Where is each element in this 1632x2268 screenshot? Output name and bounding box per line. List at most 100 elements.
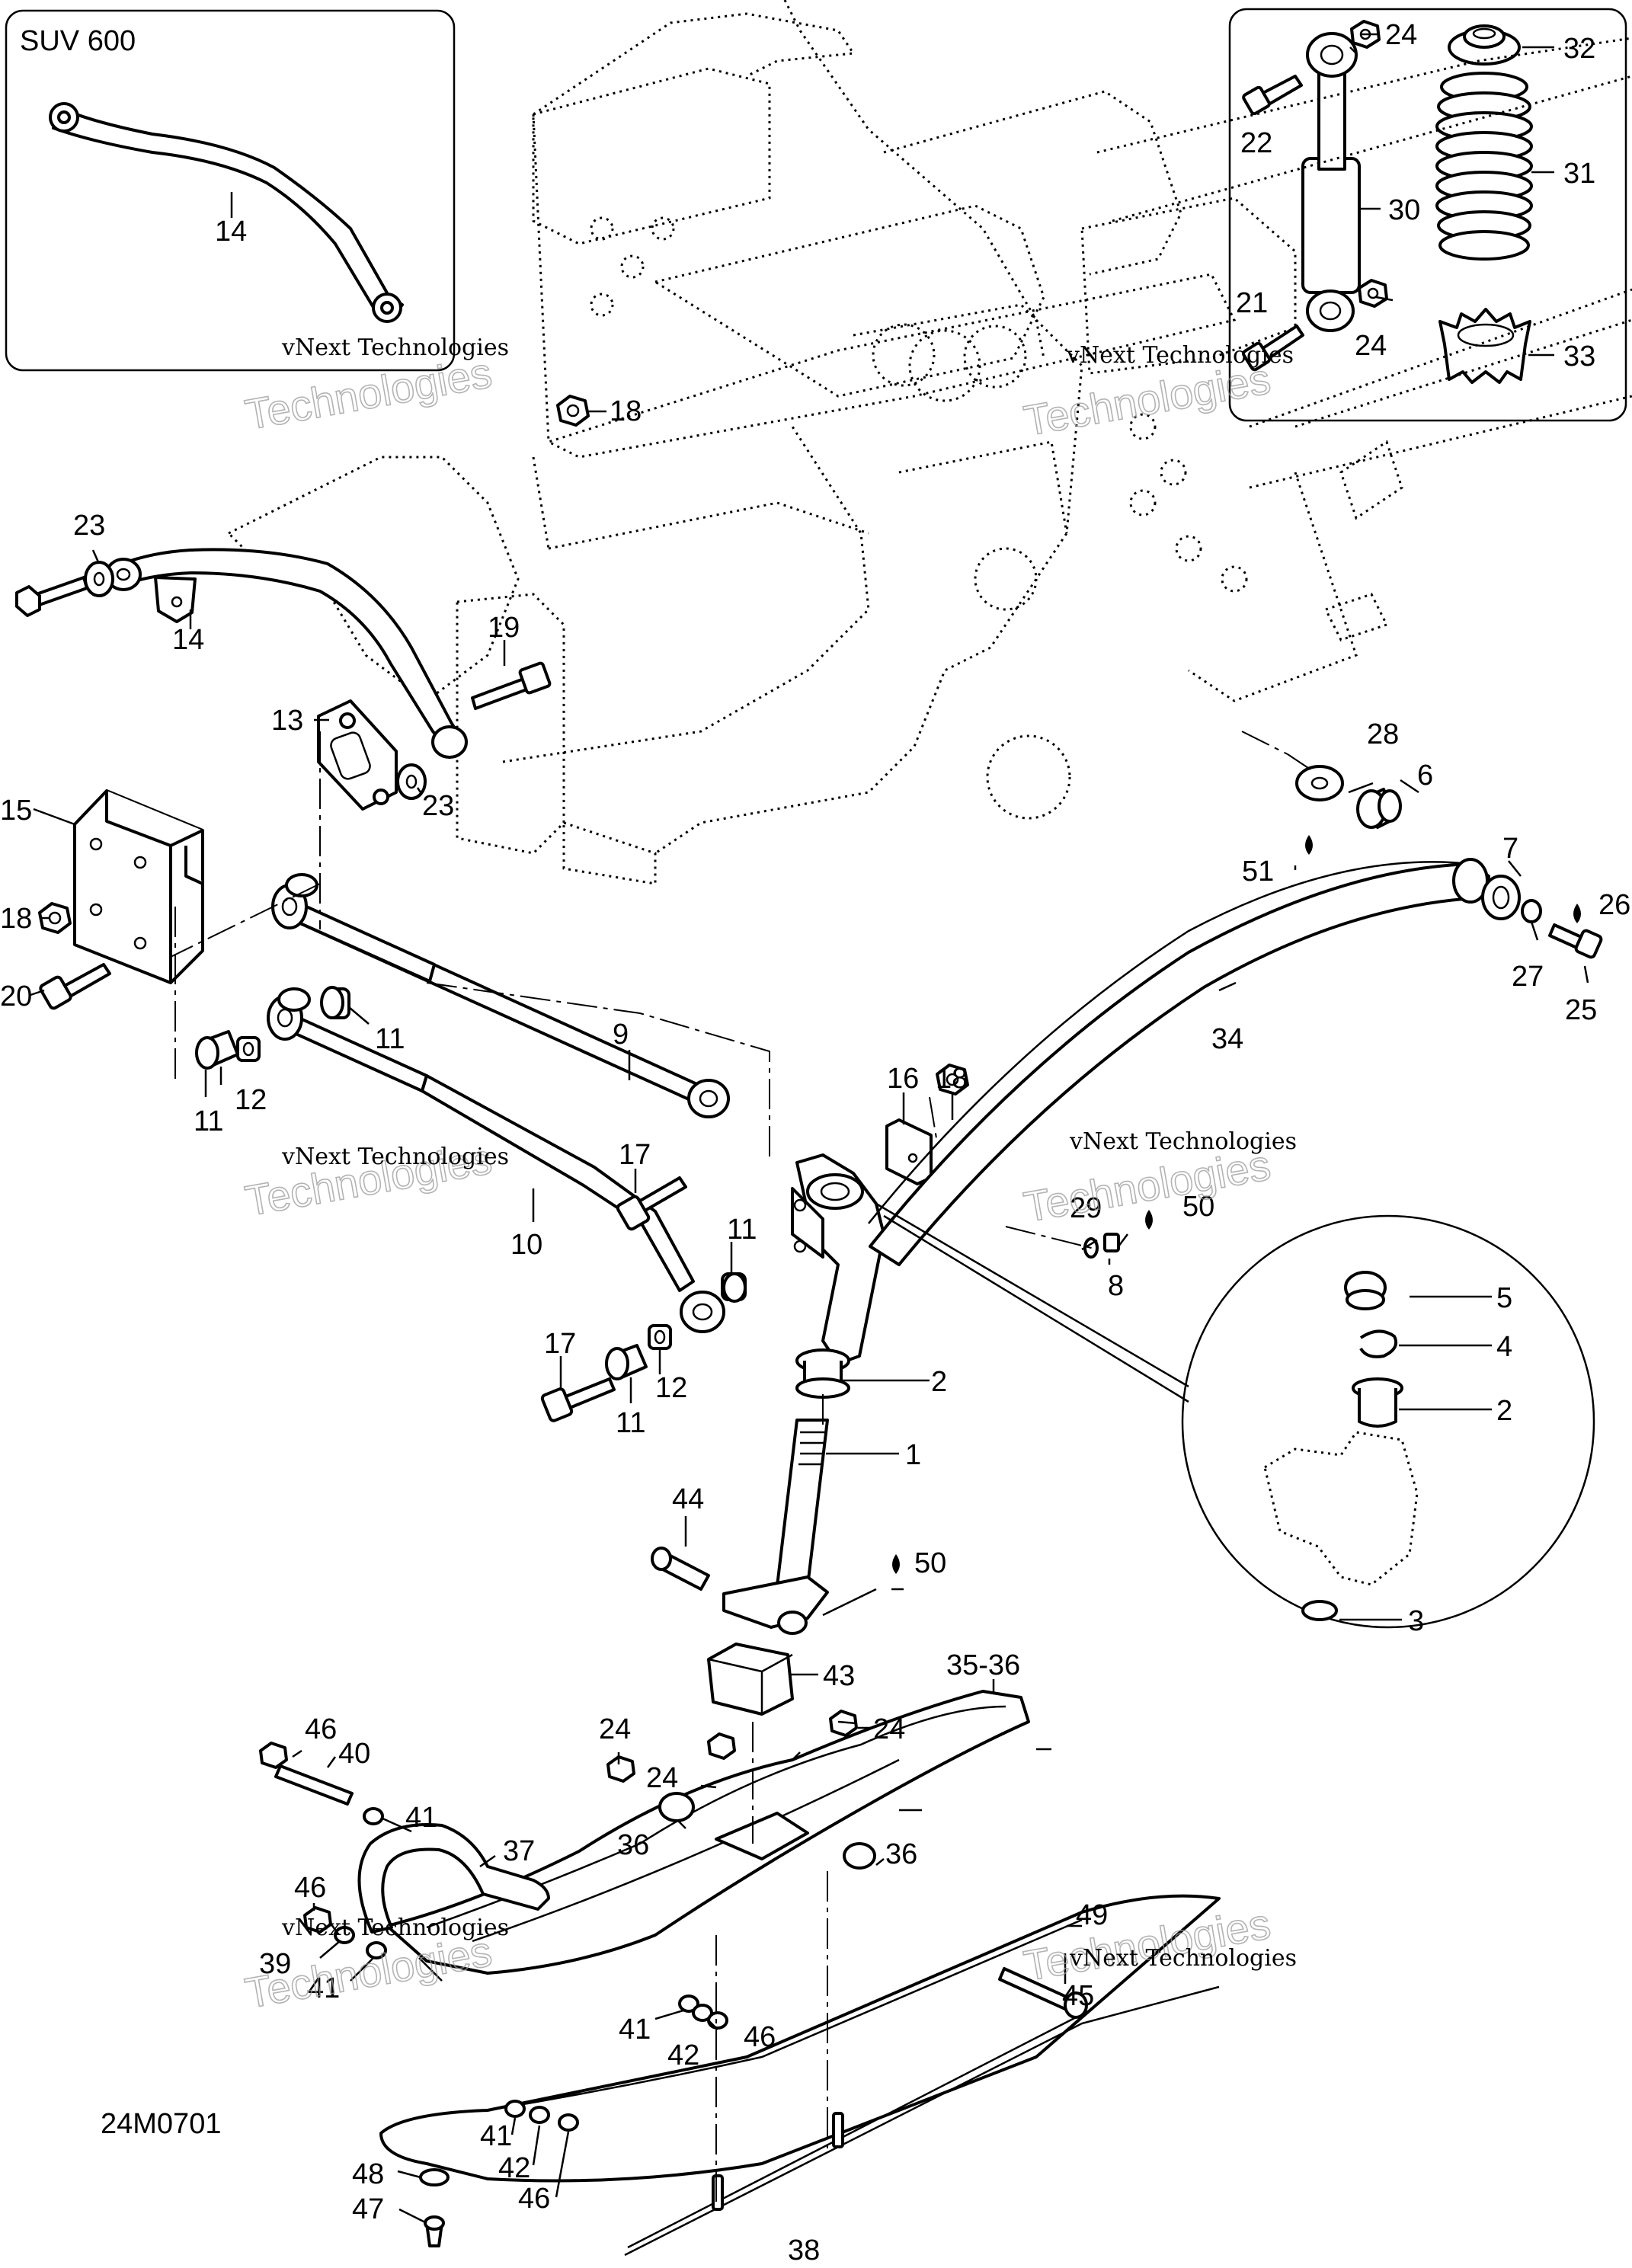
spindle-housing-detail bbox=[1263, 1431, 1419, 1586]
label-7: 7 bbox=[1502, 833, 1518, 865]
label-19: 19 bbox=[488, 612, 520, 644]
label-8: 8 bbox=[1108, 1270, 1124, 1302]
label-11-b: 11 bbox=[194, 1105, 223, 1137]
nut-18-mid bbox=[936, 1064, 969, 1096]
spacer-12-left bbox=[236, 1036, 261, 1062]
label-35-36: 35-36 bbox=[946, 1649, 1020, 1681]
nut-18-left bbox=[38, 902, 72, 934]
label-12-a: 12 bbox=[235, 1084, 267, 1116]
nut-18-top bbox=[556, 395, 590, 427]
label-50-lower: 50 bbox=[914, 1547, 946, 1579]
coil-spring bbox=[1435, 72, 1533, 261]
spacer-36-left bbox=[658, 1792, 695, 1822]
washer-7 bbox=[1481, 875, 1521, 920]
bushing-2-detail bbox=[1352, 1377, 1403, 1428]
label-29: 29 bbox=[1070, 1192, 1102, 1224]
bolt-17-upper bbox=[616, 1176, 687, 1231]
washer-27 bbox=[1521, 899, 1542, 923]
label-13: 13 bbox=[271, 705, 303, 737]
label-9: 9 bbox=[613, 1019, 629, 1051]
label-10: 10 bbox=[510, 1229, 542, 1261]
label-51: 51 bbox=[1242, 856, 1274, 888]
nut-46-top bbox=[259, 1742, 288, 1769]
washer-28 bbox=[1295, 765, 1344, 801]
label-26: 26 bbox=[1598, 889, 1630, 921]
shock-absorber bbox=[1301, 32, 1361, 332]
label-25: 25 bbox=[1565, 994, 1597, 1026]
bushing-2 bbox=[795, 1348, 850, 1399]
label-5: 5 bbox=[1496, 1282, 1512, 1314]
label-37: 37 bbox=[503, 1835, 535, 1867]
label-24-ski-mid: 24 bbox=[646, 1762, 678, 1794]
label-4: 4 bbox=[1496, 1331, 1512, 1363]
label-32: 32 bbox=[1563, 33, 1595, 65]
bolt-20 bbox=[39, 963, 111, 1010]
bracket-plate-13 bbox=[317, 699, 398, 811]
tie-rod-main bbox=[105, 548, 468, 759]
label-42-bottom: 42 bbox=[498, 2152, 530, 2184]
label-14-main: 14 bbox=[172, 624, 204, 656]
bolt-25 bbox=[1548, 923, 1603, 959]
drawing-code: 24M0701 bbox=[101, 2108, 221, 2140]
part-labels: 24 32 22 31 30 21 24 33 18 23 14 19 13 2… bbox=[0, 19, 1630, 2266]
spindle-housing bbox=[791, 1153, 885, 1365]
watermark-text-5: vNext Technologies bbox=[281, 1915, 509, 1941]
shock-upper-bolt bbox=[1242, 75, 1303, 116]
screw-47-washer-48 bbox=[419, 2168, 450, 2247]
watermark-outline-1: Technologies bbox=[242, 348, 495, 439]
steering-spindle-1 bbox=[722, 1419, 829, 1635]
assembly-lines bbox=[170, 731, 1311, 2209]
label-41-mid: 41 bbox=[619, 2014, 651, 2046]
leaders bbox=[30, 33, 1589, 2225]
label-45: 45 bbox=[1062, 1980, 1094, 2012]
chassis-frame bbox=[226, 0, 1632, 885]
label-46-top: 46 bbox=[305, 1713, 337, 1745]
label-36-left: 36 bbox=[617, 1829, 649, 1861]
watermark-1: Technologies vNext Technologies bbox=[241, 334, 509, 440]
label-11-a: 11 bbox=[375, 1023, 405, 1055]
label-22: 22 bbox=[1240, 127, 1272, 159]
label-11-c: 11 bbox=[727, 1214, 757, 1246]
spring-adjuster-cam bbox=[1438, 308, 1531, 384]
label-23-mid: 23 bbox=[422, 790, 454, 822]
spring-stopper bbox=[1448, 24, 1521, 66]
circlip-4 bbox=[1359, 1329, 1398, 1358]
ski-handle-37 bbox=[357, 1823, 550, 1934]
label-38: 38 bbox=[788, 2234, 820, 2266]
label-18-left: 18 bbox=[0, 903, 32, 935]
label-18-top: 18 bbox=[610, 395, 642, 427]
detail-circle bbox=[1181, 1214, 1595, 1629]
label-39: 39 bbox=[259, 1948, 291, 1980]
label-20: 20 bbox=[0, 980, 32, 1012]
watermark-text-2: vNext Technologies bbox=[1066, 342, 1294, 369]
watermark-text-4: vNext Technologies bbox=[1069, 1128, 1297, 1155]
label-24-upper: 24 bbox=[1385, 19, 1417, 51]
label-33: 33 bbox=[1563, 341, 1595, 373]
bolt-17-lower bbox=[540, 1377, 616, 1422]
label-24-ski-left: 24 bbox=[599, 1713, 631, 1745]
label-36-right: 36 bbox=[885, 1838, 917, 1870]
bolt-19 bbox=[471, 661, 552, 710]
label-46-mid: 46 bbox=[744, 2021, 776, 2053]
label-50-upper: 50 bbox=[1182, 1191, 1214, 1223]
ski-runner-38 bbox=[379, 1894, 1221, 2257]
label-47: 47 bbox=[352, 2193, 384, 2225]
label-6: 6 bbox=[1417, 760, 1433, 792]
shock-lower-bolt bbox=[1242, 325, 1304, 372]
nut-24-c bbox=[829, 1710, 858, 1737]
label-17-b: 17 bbox=[544, 1328, 576, 1360]
label-27: 27 bbox=[1512, 961, 1544, 993]
lubricant-drops bbox=[892, 835, 1581, 1574]
suv600-inset: SUV 600 14 bbox=[5, 9, 456, 372]
watermark-3: Technologies vNext Technologies bbox=[241, 1134, 509, 1225]
label-12-b: 12 bbox=[655, 1372, 687, 1404]
label-2-main: 2 bbox=[931, 1366, 947, 1398]
bushing-11-left bbox=[195, 1030, 239, 1070]
bushing-11-upper bbox=[320, 986, 350, 1019]
label-14-inset: 14 bbox=[215, 216, 247, 248]
label-17-a: 17 bbox=[619, 1139, 651, 1171]
bolt-45 bbox=[998, 1967, 1088, 2019]
label-23-top: 23 bbox=[73, 510, 105, 542]
shock-nut-lower bbox=[1358, 279, 1388, 308]
suv600-tie-rod bbox=[49, 102, 404, 323]
